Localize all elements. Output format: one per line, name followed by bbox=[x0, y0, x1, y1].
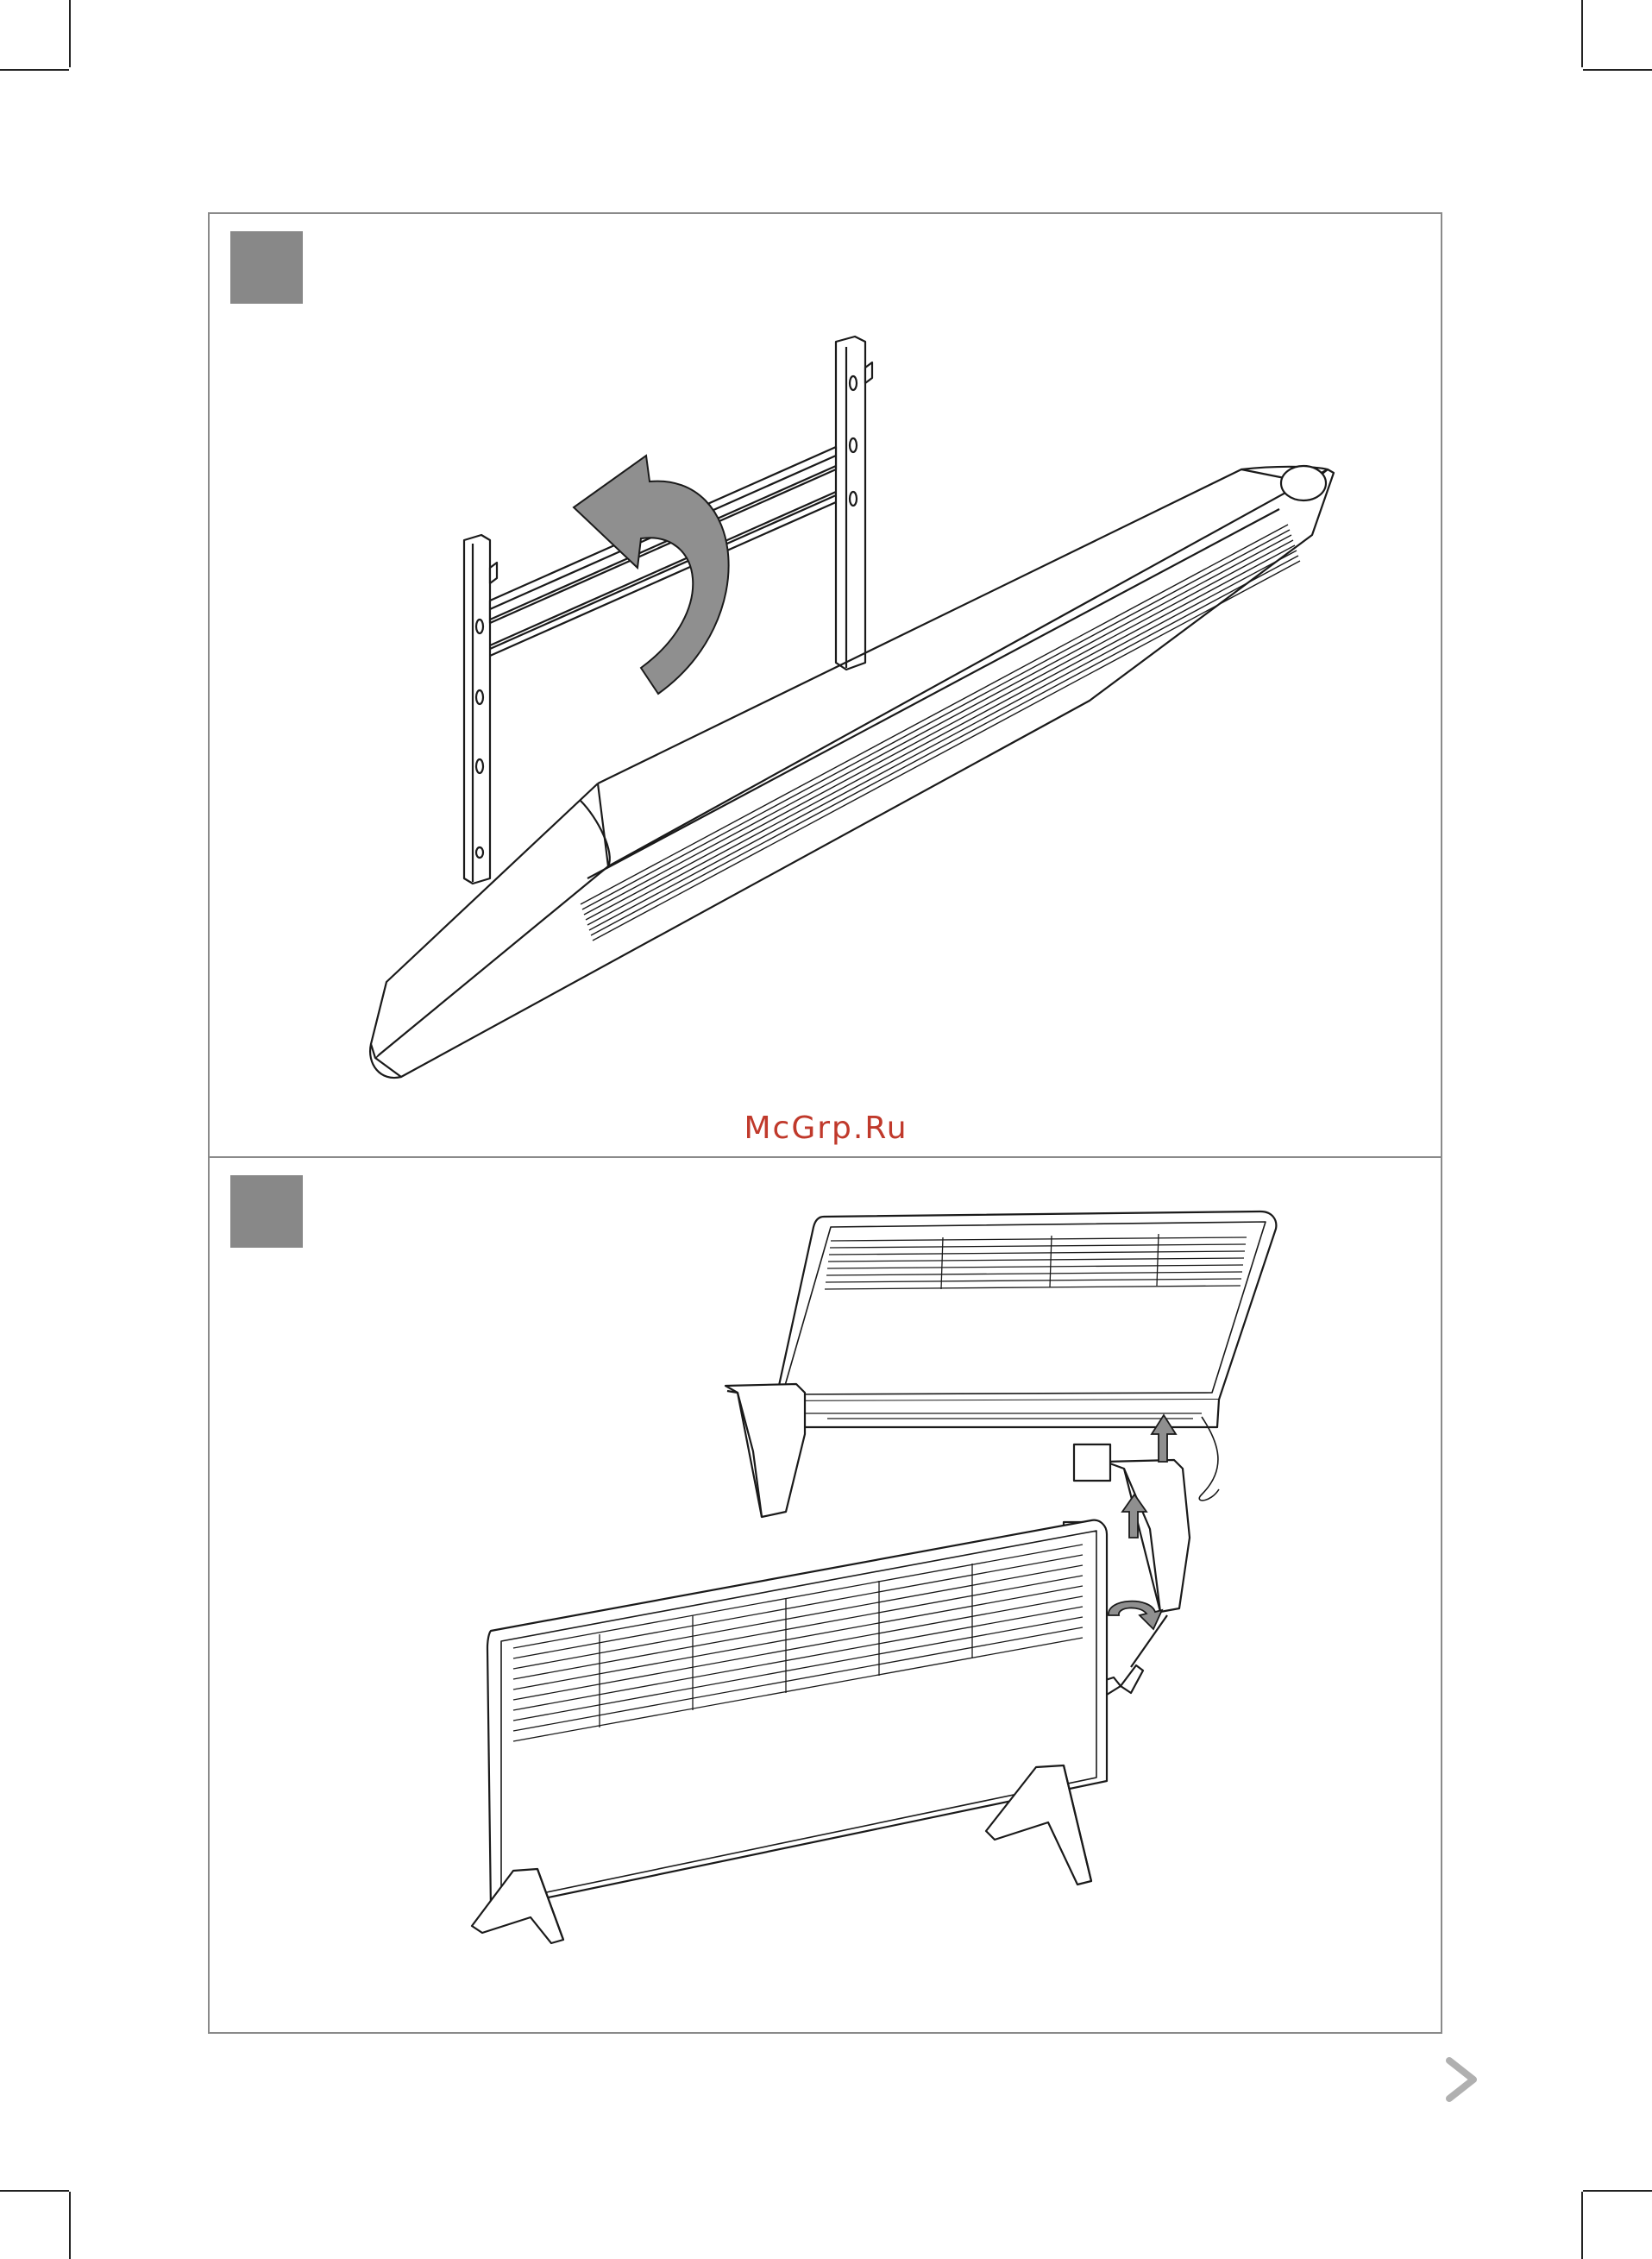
crop-mark bbox=[1581, 2192, 1583, 2259]
step-panel-wall-mount bbox=[208, 212, 1442, 1158]
wall-mount-illustration bbox=[210, 214, 1441, 1156]
crop-mark bbox=[1583, 2190, 1652, 2192]
bracket-post-left bbox=[464, 535, 490, 884]
floor-feet-illustration bbox=[210, 1158, 1441, 2032]
screwdriver bbox=[1121, 1665, 1143, 1693]
chevron-right-icon[interactable] bbox=[1441, 2055, 1482, 2104]
foot-left bbox=[725, 1384, 805, 1517]
crop-mark bbox=[0, 69, 69, 71]
crop-mark bbox=[69, 2192, 71, 2259]
heater-upright bbox=[487, 1520, 1107, 1910]
step-panel-floor-feet bbox=[208, 1156, 1442, 2034]
rotate-arrow-icon bbox=[1109, 1601, 1162, 1629]
watermark-text: McGrp.Ru bbox=[0, 1111, 1652, 1146]
crop-mark bbox=[1583, 69, 1652, 71]
crop-mark bbox=[69, 0, 71, 67]
heater-upside-down bbox=[776, 1211, 1276, 1401]
crop-mark bbox=[1581, 0, 1583, 67]
crop-mark bbox=[0, 2190, 69, 2192]
foot-right bbox=[1105, 1460, 1190, 1612]
sub-step-box bbox=[1074, 1444, 1110, 1481]
